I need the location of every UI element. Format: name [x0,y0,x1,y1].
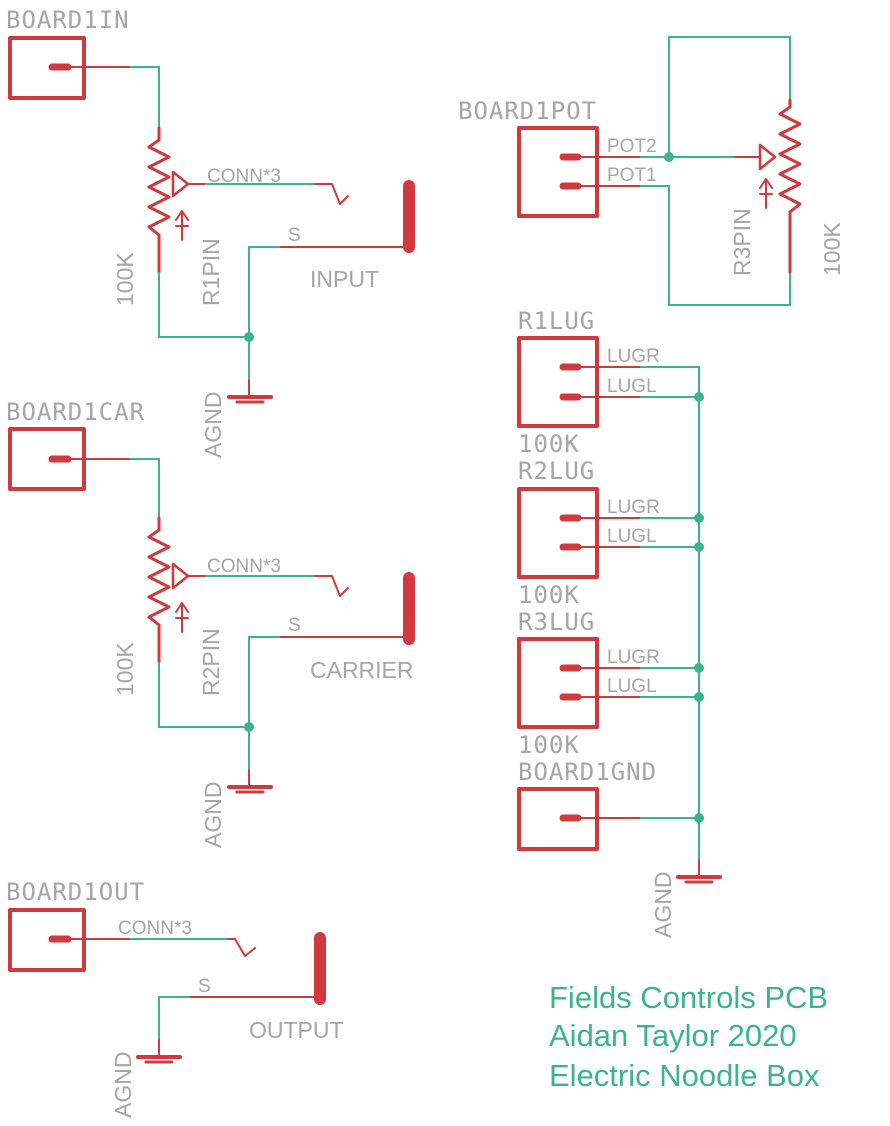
board1in-label: BOARD1IN [6,6,130,34]
board1pot-label: BOARD1POT [458,97,597,125]
input-jack-tip [314,183,349,205]
board1gnd-connector [517,787,641,851]
agnd-symbol [227,769,273,794]
title-line-2: Aidan Taylor 2020 [549,1018,797,1053]
lugl-pin: LUGL [607,526,657,547]
wire-board1in-r1 [130,66,160,128]
output-sleeve-pin: S [198,976,211,997]
agnd-symbol [676,859,722,884]
r1lug-value: 100K [518,430,580,458]
wire-r1lug-lugr [640,366,700,397]
r3lug-label: R3LUG [518,608,595,636]
title-line-3: Electric Noodle Box [549,1058,820,1093]
board1out-label: BOARD1OUT [6,878,145,906]
board1car-connector [8,427,131,491]
pot1-pin: POT1 [607,165,657,186]
input-jack-label: INPUT [310,266,379,292]
board1gnd-label: BOARD1GND [518,758,657,786]
board1out-connector [8,908,131,972]
lugr-pin: LUGR [607,497,660,518]
output-conn-pin: CONN*3 [118,918,192,939]
r3pin-potentiometer [734,98,802,274]
pot2-pin: POT2 [607,136,657,157]
agnd-symbol [136,1039,182,1064]
r1pin-label: R1PIN [198,238,224,306]
agnd-label: AGND [200,392,226,458]
lugl-pin: LUGL [607,676,657,697]
board1pot-connector [517,126,641,218]
r2pin-potentiometer [147,516,206,664]
output-jack-label: OUTPUT [249,1017,344,1043]
agnd-label: AGND [200,782,226,848]
junction [664,152,674,162]
carrier-jack-label: CARRIER [310,657,414,683]
r2pin-label: R2PIN [198,628,224,696]
input-sleeve-pin: S [288,225,301,246]
r3lug-connector [517,637,641,729]
carrier-jack-tip [314,575,349,597]
junction [244,332,254,342]
r3lug-value: 100K [518,731,580,759]
wire-r2-ground [158,662,249,728]
lugl-pin: LUGL [607,376,657,397]
r3pin-label: R3PIN [729,208,755,276]
r2pin-value: 100K [112,642,138,696]
carrier-sleeve-pin: S [288,615,301,636]
r1lug-connector [517,336,641,428]
wire-output-sleeve [158,996,190,1040]
wire-pot2-r3-top [668,36,791,157]
r3pin-value: 100K [819,222,845,276]
r2lug-connector [517,487,641,579]
carrier-conn-pin: CONN*3 [207,556,281,577]
wire-carrier-sleeve [248,636,280,727]
r1lug-label: R1LUG [518,307,595,335]
r1pin-value: 100K [112,252,138,306]
lugr-pin: LUGR [607,346,660,367]
board1in-connector [8,36,131,100]
wire-input-sleeve [248,246,280,337]
title-line-1: Fields Controls PCB [549,980,828,1015]
r2lug-value: 100K [518,581,580,609]
r2lug-label: R2LUG [518,457,595,485]
agnd-symbol [227,379,273,404]
board1car-label: BOARD1CAR [6,398,145,426]
wire-pot1-r3 [640,185,791,306]
output-jack-tip [227,938,256,957]
agnd-label: AGND [650,872,676,938]
junction [244,722,254,732]
r1pin-potentiometer [147,126,206,274]
wire-board1car-r2 [130,458,160,518]
input-conn-pin: CONN*3 [207,166,281,187]
lugr-pin: LUGR [607,647,660,668]
wire-r1-ground [158,272,249,338]
agnd-label: AGND [110,1052,136,1118]
